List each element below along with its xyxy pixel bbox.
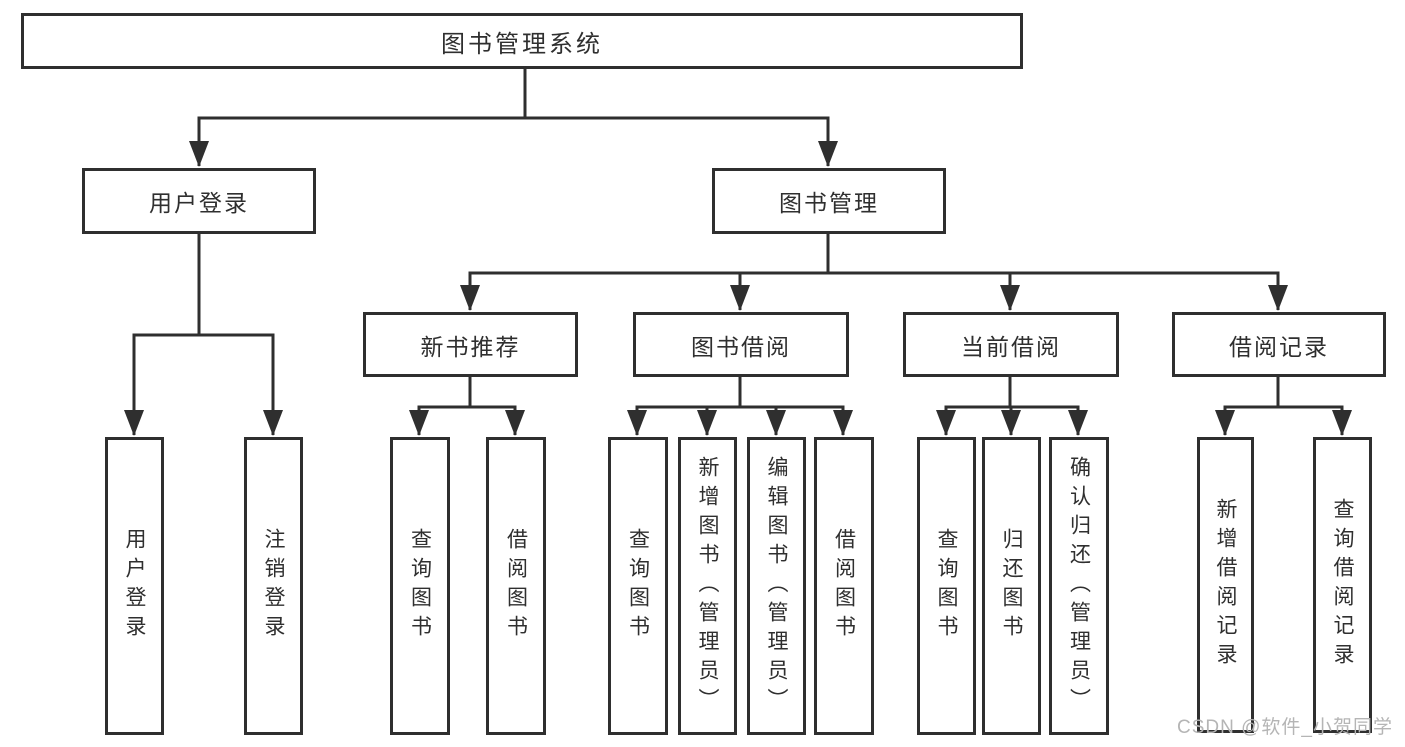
node-label: 归还图书 (1000, 528, 1023, 644)
node-leaf-add-books-admin: 新增图书（管理员） (678, 437, 737, 735)
node-label: 查询图书 (626, 528, 650, 644)
node-label: 借阅图书 (832, 528, 856, 644)
node-leaf-query-books-current: 查询图书 (917, 437, 976, 735)
node-book-management: 图书管理 (712, 168, 946, 234)
node-label: 借阅图书 (504, 528, 528, 644)
node-label: 新增图书（管理员） (696, 455, 719, 717)
node-label: 新增借阅记录 (1214, 498, 1237, 672)
node-new-book-recommend: 新书推荐 (363, 312, 578, 377)
node-leaf-borrow-books-borrowing: 借阅图书 (814, 437, 874, 735)
node-leaf-borrow-books-recommend: 借阅图书 (486, 437, 546, 735)
node-leaf-confirm-return-admin: 确认归还（管理员） (1049, 437, 1109, 735)
node-leaf-edit-books-admin: 编辑图书（管理员） (747, 437, 806, 735)
node-leaf-query-books-borrowing: 查询图书 (608, 437, 668, 735)
node-label: 查询借阅记录 (1331, 498, 1354, 672)
node-label: 查询图书 (408, 528, 432, 644)
node-label: 确认归还（管理员） (1067, 455, 1091, 717)
node-root-library-system: 图书管理系统 (21, 13, 1023, 69)
node-label: 查询图书 (935, 528, 958, 644)
node-book-borrowing: 图书借阅 (633, 312, 849, 377)
node-leaf-add-borrow-record: 新增借阅记录 (1197, 437, 1254, 733)
node-label: 用户登录 (123, 528, 146, 644)
node-label: 注销登录 (262, 528, 285, 644)
node-leaf-logout: 注销登录 (244, 437, 303, 735)
node-user-login: 用户登录 (82, 168, 316, 234)
node-leaf-query-borrow-record: 查询借阅记录 (1313, 437, 1372, 733)
node-current-borrowing: 当前借阅 (903, 312, 1119, 377)
node-borrowing-records: 借阅记录 (1172, 312, 1386, 377)
node-leaf-user-login: 用户登录 (105, 437, 164, 735)
node-leaf-query-books-recommend: 查询图书 (390, 437, 450, 735)
node-leaf-return-books: 归还图书 (982, 437, 1041, 735)
node-label: 编辑图书（管理员） (765, 455, 788, 717)
